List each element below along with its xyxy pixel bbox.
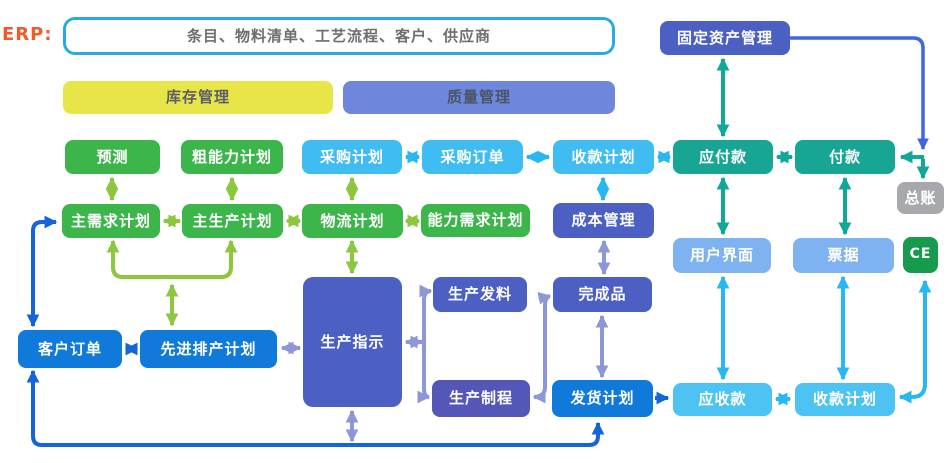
- node-payment: 付款: [795, 140, 895, 174]
- node-logistics-plan: 物流计划: [302, 204, 403, 238]
- node-general-ledger: 总账: [897, 182, 944, 214]
- node-capacity-requirement-plan: 能力需求计划: [421, 204, 530, 237]
- edge-receipt-ce: [898, 279, 932, 404]
- node-notes: 票据: [793, 238, 894, 273]
- node-fixed-assets: 固定资产管理: [660, 21, 790, 55]
- node-master-data: 条目、物料清单、工艺流程、客户、供应商: [63, 17, 615, 55]
- edge-customerorder-mdp: [26, 215, 58, 328]
- node-production-issue: 生产发料: [433, 277, 527, 312]
- erp-label: ERP:: [2, 24, 53, 45]
- node-receipt-plan-bottom: 收款计划: [795, 383, 895, 416]
- node-cost-management: 成本管理: [553, 203, 654, 238]
- edge-bracket-left: [106, 239, 172, 279]
- lavender-arrows: [280, 239, 611, 443]
- node-rough-capacity-plan: 粗能力计划: [181, 140, 283, 174]
- edge-fixedassets-junction: [790, 36, 929, 151]
- node-advanced-scheduling-plan: 先进排产计划: [140, 330, 277, 368]
- node-purchase-plan: 采购计划: [302, 140, 402, 174]
- node-user-interface: 用户界面: [673, 238, 771, 273]
- edge-process-finished: [532, 291, 552, 404]
- teal-arrows: [716, 57, 930, 236]
- node-shipping-plan: 发货计划: [552, 380, 653, 417]
- node-quality-management: 质量管理: [343, 81, 615, 114]
- node-forecast: 预测: [65, 140, 160, 174]
- node-customer-order: 客户订单: [18, 330, 122, 368]
- blue-arrows: [26, 215, 670, 447]
- node-master-demand-plan: 主需求计划: [62, 204, 160, 238]
- node-purchase-order: 采购订单: [422, 140, 523, 174]
- royal-arrows: [790, 36, 929, 151]
- edge-bracket-right: [172, 239, 238, 279]
- node-production-process: 生产制程: [432, 380, 530, 417]
- node-production-instruction: 生产指示: [303, 277, 402, 407]
- cyan-arrows: [404, 150, 932, 406]
- node-receipt-plan-top: 收款计划: [553, 140, 654, 174]
- node-inventory-management: 库存管理: [63, 81, 333, 114]
- node-finished-goods: 完成品: [553, 277, 652, 312]
- node-ce: CE: [903, 237, 938, 273]
- edge-customerorder-shipping-loop: [26, 369, 605, 447]
- node-accounts-payable: 应付款: [673, 140, 773, 174]
- edge-branch-issue-process: [417, 284, 433, 404]
- node-master-production-plan: 主生产计划: [182, 204, 283, 238]
- green-arrows: [105, 176, 421, 327]
- node-accounts-receivable: 应收款: [673, 383, 772, 416]
